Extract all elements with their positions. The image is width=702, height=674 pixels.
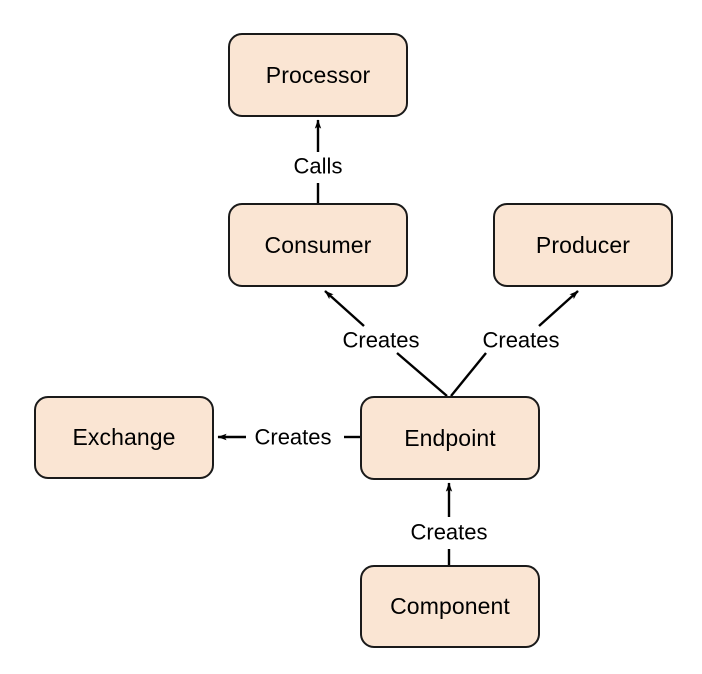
node-exchange-label: Exchange (72, 424, 176, 450)
edge-line-lower (450, 352, 487, 397)
node-exchange[interactable]: Exchange (34, 396, 214, 479)
node-consumer[interactable]: Consumer (228, 203, 408, 287)
edge-endpoint-creates-producer (450, 290, 579, 397)
node-endpoint-label: Endpoint (404, 424, 496, 451)
node-producer[interactable]: Producer (493, 203, 673, 287)
node-consumer-label: Consumer (264, 231, 372, 258)
edge-line-upper-arrow (324, 290, 365, 327)
node-processor-label: Processor (265, 61, 371, 88)
node-component[interactable]: Component (360, 565, 540, 648)
node-processor[interactable]: Processor (228, 33, 408, 117)
edge-label-creates-consumer: Creates (339, 328, 423, 352)
edge-line-lower (396, 352, 448, 397)
edge-line-upper-arrow (538, 290, 579, 327)
node-endpoint[interactable]: Endpoint (360, 396, 540, 480)
edge-endpoint-creates-consumer (324, 290, 448, 397)
node-component-label: Component (390, 593, 510, 619)
node-producer-label: Producer (535, 231, 631, 258)
edge-label-creates-endpoint: Creates (407, 520, 491, 544)
edge-label-creates-producer: Creates (479, 328, 563, 352)
edge-label-creates-exchange: Creates (251, 425, 335, 449)
edge-label-calls: Calls (290, 154, 346, 178)
